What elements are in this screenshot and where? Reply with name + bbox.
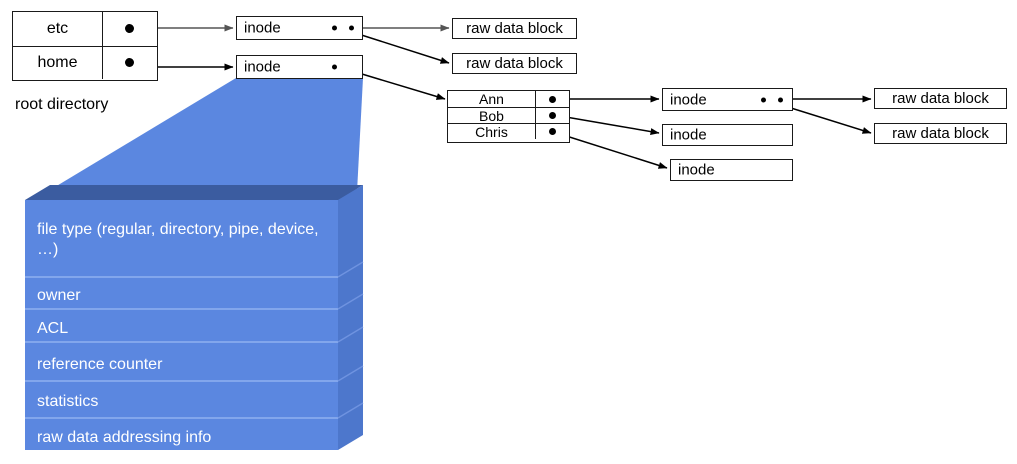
raw-data-block-4[interactable]: raw data block: [874, 123, 1007, 144]
home-entry-pointer-bob[interactable]: [535, 108, 568, 123]
table-row[interactable]: home: [13, 45, 157, 79]
raw-data-block-1[interactable]: raw data block: [452, 18, 577, 39]
callout-field-acl: ACL: [37, 320, 69, 337]
pointer-dot-icon: [349, 25, 354, 31]
table-row[interactable]: Bob: [448, 107, 569, 124]
inode-label: inode: [244, 19, 281, 37]
home-entry-name-chris: Chris: [475, 123, 508, 140]
inode-bob-box[interactable]: inode: [662, 124, 793, 146]
inode-label: inode: [670, 91, 707, 108]
callout-field-reference-counter: reference counter: [37, 356, 163, 373]
callout-field-statistics: statistics: [37, 393, 99, 410]
root-directory-caption: root directory: [15, 96, 109, 113]
table-row[interactable]: Ann: [448, 91, 569, 107]
root-directory-table: etc home: [12, 11, 158, 81]
home-entry-name-ann: Ann: [479, 91, 504, 107]
inode-label: inode: [244, 58, 281, 76]
root-entry-pointer-etc[interactable]: [102, 12, 156, 46]
root-entry-name-etc: etc: [46, 19, 69, 37]
pointer-dot-icon: [125, 24, 134, 34]
root-entry-pointer-home[interactable]: [102, 46, 156, 79]
raw-data-block-3[interactable]: raw data block: [874, 88, 1007, 109]
home-entry-name-bob: Bob: [479, 107, 504, 124]
inode-etc-box[interactable]: inode: [236, 16, 363, 40]
callout-side-bevels: [337, 261, 364, 419]
callout-side-face: [338, 185, 363, 450]
home-directory-table: Ann Bob Chris: [447, 90, 570, 143]
home-entry-pointer-ann[interactable]: [535, 91, 568, 107]
pointer-dot-icon: [332, 25, 337, 31]
table-row[interactable]: Chris: [448, 123, 569, 140]
raw-data-block-2[interactable]: raw data block: [452, 53, 577, 74]
inode-label: inode: [670, 126, 707, 144]
pointer-dot-icon: [125, 58, 134, 68]
root-entry-name-home: home: [37, 53, 78, 71]
pointer-dot-icon: [332, 64, 337, 70]
callout-field-owner: owner: [37, 287, 81, 304]
pointer-dot-icon: [548, 112, 556, 119]
callout-dividers: [25, 276, 338, 419]
callout-field-raw-data-addressing: raw data addressing info: [37, 429, 212, 446]
table-row[interactable]: etc: [13, 12, 157, 46]
home-entry-pointer-chris[interactable]: [535, 124, 568, 139]
pointer-dot-icon: [778, 97, 783, 102]
callout-field-file-type: file type (regular, directory, pipe, dev…: [37, 221, 319, 258]
inode-home-box[interactable]: inode: [236, 55, 363, 79]
pointer-dot-icon: [548, 95, 556, 103]
callout-top-face: [25, 185, 363, 200]
inode-chris-box[interactable]: inode: [670, 159, 793, 181]
pointer-dot-icon: [548, 128, 556, 135]
inode-label: inode: [678, 161, 715, 179]
pointer-dot-icon: [761, 97, 766, 102]
inode-ann-box[interactable]: inode: [662, 88, 793, 111]
callout-front-face: [25, 200, 338, 450]
